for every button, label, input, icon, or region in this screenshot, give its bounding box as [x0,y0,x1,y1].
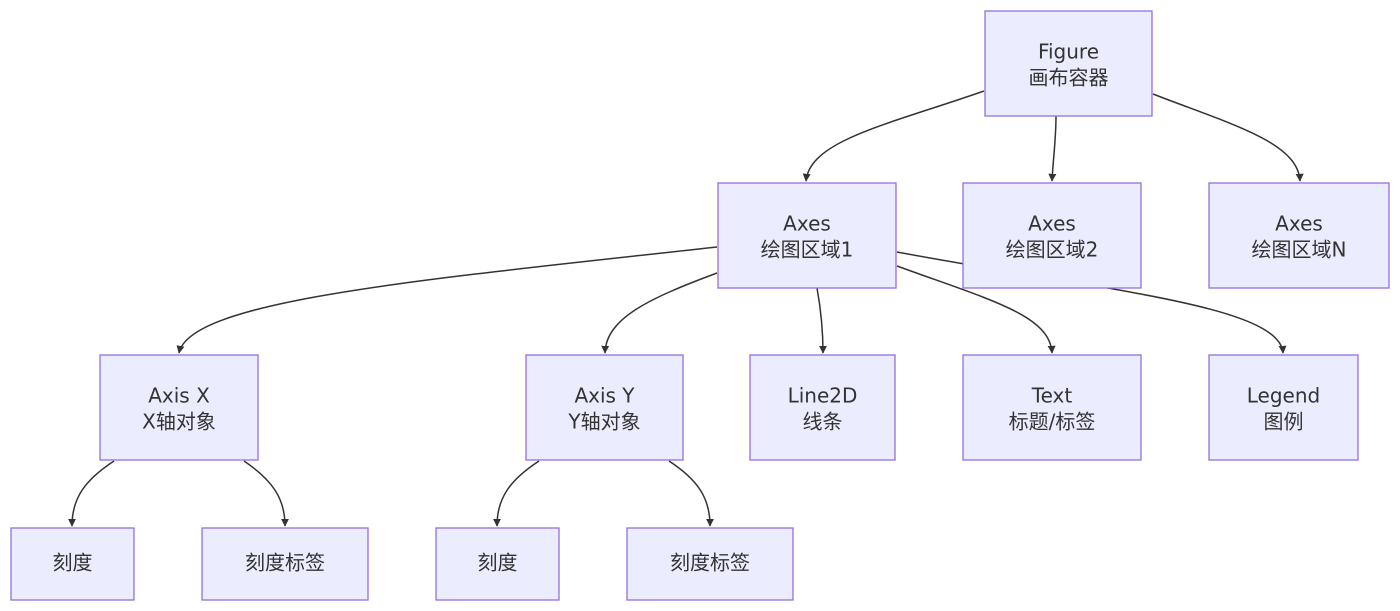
node-axisY-subtitle: Y轴对象 [567,410,640,434]
edge-figure-axes1 [802,90,985,182]
node-axes1-subtitle: 绘图区域1 [761,238,854,262]
edge-axisX-tickX [68,460,115,527]
node-axesN-subtitle: 绘图区域N [1252,238,1347,262]
node-axisX-box [99,354,259,461]
node-axisY: Axis Y Y轴对象 [525,354,684,461]
edge-axisY-tickLabelY [668,460,714,527]
node-line2d: Line2D 线条 [749,354,896,461]
node-axes1-title: Axes [783,212,831,236]
node-tick-x-box [10,527,135,601]
node-tick-y: 刻度 [435,527,560,601]
edge-axes1-axisX [176,246,718,354]
node-line2d-box [749,354,896,461]
node-tick-y-label: 刻度 [478,551,518,575]
edge-axisY-tickY [493,460,540,527]
node-text-title: Text [1031,384,1073,408]
node-tick-label-y-label: 刻度标签 [670,551,750,575]
node-tick-label-x-label: 刻度标签 [245,551,325,575]
node-tick-x: 刻度 [10,527,135,601]
node-text-subtitle: 标题/标签 [1009,410,1096,434]
node-tick-label-x: 刻度标签 [201,527,369,601]
edge-figure-axes2 [1048,115,1057,182]
node-legend: Legend 图例 [1208,354,1359,461]
node-legend-box [1208,354,1359,461]
node-axesN-box [1208,182,1390,289]
node-tick-label-y-box [626,527,794,601]
node-axisY-box [525,354,684,461]
node-tick-x-label: 刻度 [53,551,93,575]
node-axesN: Axes 绘图区域N [1208,182,1390,289]
node-figure-box [984,10,1153,117]
node-axes2: Axes 绘图区域2 [962,182,1142,289]
node-axisY-title: Axis Y [574,384,635,408]
node-tick-label-x-box [201,527,369,601]
node-axes1: Axes 绘图区域1 [717,182,897,289]
node-line2d-subtitle: 线条 [803,410,843,434]
edge-figure-axesN [1152,93,1304,182]
edge-axes1-text [896,265,1056,354]
node-legend-title: Legend [1247,384,1320,408]
node-axesN-title: Axes [1275,212,1323,236]
edge-axes1-axisY [601,272,718,354]
node-figure-subtitle: 画布容器 [1029,66,1109,90]
node-axes2-subtitle: 绘图区域2 [1006,238,1099,262]
node-tick-y-box [435,527,560,601]
node-axes2-box [962,182,1142,289]
node-text-box [962,354,1142,461]
node-axisX-title: Axis X [148,384,210,408]
edges [68,90,1304,527]
nodes: Figure 画布容器 Axes 绘图区域1 Axes 绘图区域2 Axes 绘… [10,10,1390,601]
node-text: Text 标题/标签 [962,354,1142,461]
node-tick-label-y: 刻度标签 [626,527,794,601]
node-axes2-title: Axes [1028,212,1076,236]
edge-axes1-line2d [816,287,827,354]
node-axes1-box [717,182,897,289]
node-legend-subtitle: 图例 [1264,410,1304,434]
edge-axisX-tickLabelX [243,460,289,527]
node-axisX: Axis X X轴对象 [99,354,259,461]
node-figure-title: Figure [1038,40,1099,64]
node-axisX-subtitle: X轴对象 [142,410,216,434]
node-line2d-title: Line2D [788,384,858,408]
node-figure: Figure 画布容器 [984,10,1153,117]
